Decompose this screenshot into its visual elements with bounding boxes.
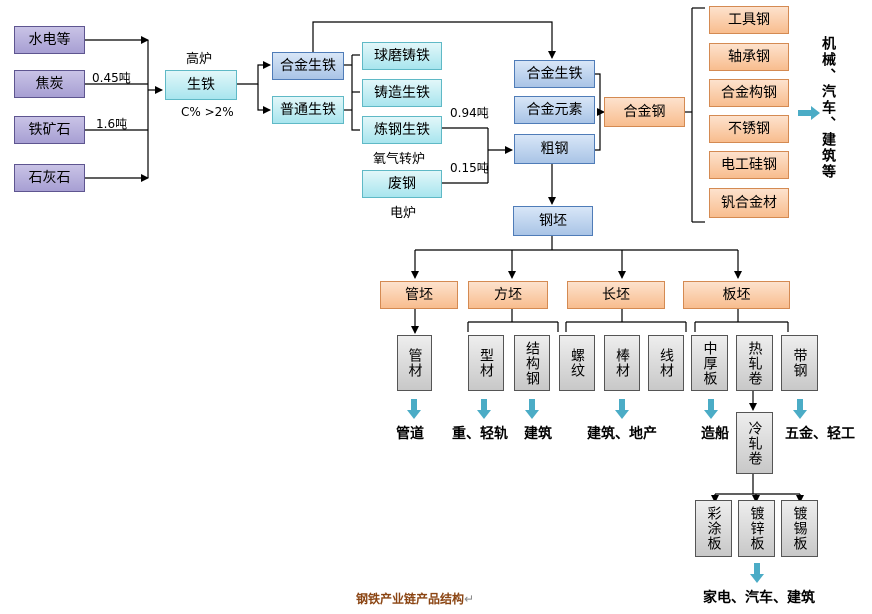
alloy-uses-label: 机械、汽车、建筑等 [820,36,836,180]
use-arrow-plate [704,399,718,419]
carbon-content-label: C% >2% [181,105,234,119]
steelmaking-iron-box: 炼钢生铁 [362,116,442,144]
use-construction-realestate: 建筑、地产 [587,426,657,442]
foundry-iron-box: 铸造生铁 [362,79,442,107]
use-arrow-strip [793,399,807,419]
pig-iron-quantity-label: 0.94吨 [450,106,489,120]
square-billet-box: 方坯 [468,281,548,309]
alloy-input-pig-iron: 合金生铁 [514,60,595,88]
use-appliance-auto-construction: 家电、汽车、建筑 [703,590,815,606]
use-rail: 重、轻轨 [452,426,508,442]
scrap-quantity-label: 0.15吨 [450,161,489,175]
ore-quantity-label: 1.6吨 [96,117,128,131]
input-utilities: 水电等 [14,26,85,54]
use-shipbuilding: 造船 [701,426,729,442]
tool-steel-box: 工具钢 [709,6,789,34]
product-section: 型材 [468,335,504,391]
electrical-silicon-steel-box: 电工硅钢 [709,151,789,179]
alloy-structural-steel-box: 合金构钢 [709,79,789,107]
product-galvanized: 镀锌板 [738,500,775,557]
input-iron-ore: 铁矿石 [14,116,85,144]
product-tinplate: 镀锡板 [781,500,818,557]
alloy-uses-arrow [798,106,820,120]
use-arrow-coated [750,563,764,583]
pig-iron-box: 生铁 [165,70,237,100]
alloy-pig-iron-box: 合金生铁 [272,52,344,80]
alloy-elements-box: 合金元素 [514,96,595,124]
use-arrow-section [477,399,491,419]
use-hardware-lightindustry: 五金、轻工 [785,426,855,442]
use-arrow-pipe [407,399,421,419]
tube-billet-box: 管坯 [380,281,458,309]
ordinary-pig-iron-box: 普通生铁 [272,96,344,124]
use-pipeline: 管道 [396,426,424,442]
scrap-steel-box: 废钢 [362,170,442,198]
input-limestone: 石灰石 [14,164,85,192]
vanadium-alloy-box: 钒合金材 [709,188,789,218]
product-rebar: 螺纹 [559,335,595,391]
product-pipe: 管材 [397,335,432,391]
use-construction: 建筑 [524,426,552,442]
product-hot-rolled-coil: 热轧卷 [736,335,773,391]
use-arrow-long [615,399,629,419]
blast-furnace-label: 高炉 [186,52,213,67]
coke-quantity-label: 0.45吨 [92,71,131,85]
input-coke: 焦炭 [14,70,85,98]
slab-box: 板坯 [683,281,790,309]
product-wire: 线材 [648,335,684,391]
product-structural-steel: 结构钢 [514,335,550,391]
converter-label: 氧气转炉 [373,152,426,167]
diagram-caption: 钢铁产业链产品结构↵ [356,592,475,606]
stainless-steel-box: 不锈钢 [709,115,789,143]
electric-furnace-label: 电炉 [390,206,417,221]
use-arrow-structural [525,399,539,419]
ductile-iron-box: 球磨铸铁 [362,42,442,70]
product-bar: 棒材 [604,335,640,391]
product-color-coated: 彩涂板 [695,500,732,557]
crude-steel-box: 粗钢 [514,134,595,164]
long-billet-box: 长坯 [567,281,665,309]
alloy-steel-box: 合金钢 [604,97,685,127]
product-medium-plate: 中厚板 [691,335,728,391]
product-cold-rolled-coil: 冷轧卷 [736,412,773,474]
bearing-steel-box: 轴承钢 [709,43,789,71]
billet-box: 钢坯 [513,206,593,236]
product-strip-steel: 带钢 [781,335,818,391]
